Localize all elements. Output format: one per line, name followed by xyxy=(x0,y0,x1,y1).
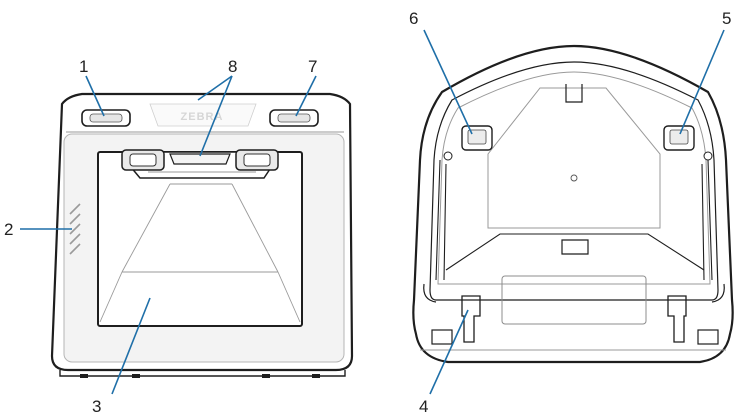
callout-5: 5 xyxy=(722,9,731,28)
callout-4: 4 xyxy=(419,397,428,414)
front-foot-mid2 xyxy=(262,374,270,378)
mount-slot-right xyxy=(667,295,687,343)
bottom-center-hole xyxy=(570,174,578,182)
callout-7: 7 xyxy=(308,57,317,76)
leader-5 xyxy=(679,29,725,135)
bottom-center-clip xyxy=(561,239,589,255)
callout-2: 2 xyxy=(4,220,13,239)
leader-8a xyxy=(197,75,233,101)
bottom-corner-left xyxy=(423,283,437,303)
right-side-rail xyxy=(701,159,713,281)
leader-7 xyxy=(295,75,317,117)
camera-assembly xyxy=(121,149,279,179)
bottom-label-area xyxy=(501,275,647,325)
leader-6 xyxy=(423,29,473,135)
front-foot-right xyxy=(312,374,320,378)
bottom-inner-rim-2 xyxy=(437,71,711,285)
bottom-inner-rim xyxy=(429,61,719,301)
bottom-center-recess xyxy=(487,87,661,229)
right-indicator-inner xyxy=(277,113,311,123)
front-base-ledge xyxy=(59,370,346,377)
bottom-housing xyxy=(412,44,734,364)
callout-8: 8 xyxy=(228,57,237,76)
leader-8b xyxy=(199,75,233,157)
left-indicator-inner xyxy=(89,113,123,123)
right-rail-screw xyxy=(703,151,713,161)
logo-text: ZEBRA xyxy=(181,111,224,123)
front-view: ZEBRA xyxy=(4,57,354,414)
rubber-foot-right-inner xyxy=(669,129,689,145)
front-foot-left xyxy=(80,374,88,378)
callout-1: 1 xyxy=(79,57,88,76)
bottom-top-clip xyxy=(565,84,583,103)
callout-3: 3 xyxy=(92,397,101,414)
leader-1 xyxy=(85,75,105,117)
scan-window-perspective xyxy=(99,183,301,323)
bottom-view: 6 5 4 xyxy=(409,9,734,414)
front-housing xyxy=(50,92,354,372)
left-rail-screw xyxy=(443,151,453,161)
leader-3 xyxy=(111,297,151,395)
bottom-diagonal-left xyxy=(445,233,705,271)
mount-slot-left xyxy=(461,295,481,343)
left-side-rail xyxy=(435,159,447,281)
bottom-tab-right xyxy=(697,329,719,345)
bottom-corner-right xyxy=(711,283,725,303)
callout-6: 6 xyxy=(409,9,418,28)
front-foot-mid xyxy=(132,374,140,378)
bottom-tab-left xyxy=(431,329,453,345)
leader-4 xyxy=(429,309,469,395)
speaker-grille xyxy=(69,203,81,255)
